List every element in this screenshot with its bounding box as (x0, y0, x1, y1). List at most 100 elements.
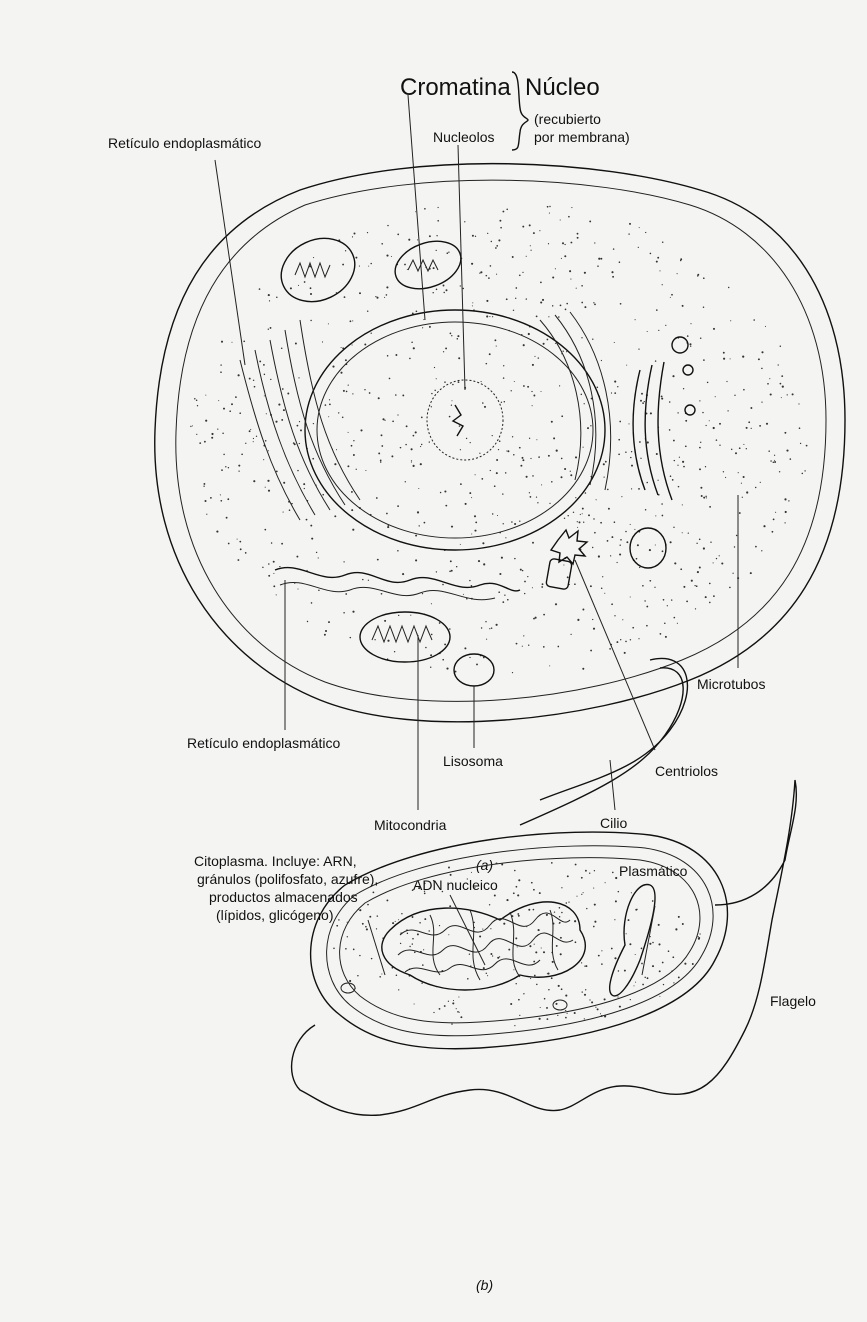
stipple-dot (489, 904, 490, 905)
stipple-dot (528, 333, 530, 335)
stipple-dot (352, 320, 353, 321)
stipple-dot (206, 514, 207, 515)
stipple-dot (356, 469, 357, 470)
stipple-dot (530, 496, 532, 498)
stipple-dot (594, 904, 596, 906)
stipple-dot (355, 257, 357, 259)
stipple-dot (352, 393, 353, 394)
nucleoid-dna (382, 902, 586, 990)
stipple-dot (603, 463, 605, 465)
stipple-dot (532, 587, 533, 588)
stipple-dot (451, 526, 453, 528)
prokaryotic-cell: Citoplasma. Incluye: ARN, gránulos (poli… (194, 775, 816, 1293)
stipple-dot (481, 627, 482, 628)
stipple-dot (306, 519, 308, 521)
stipple-dot (343, 561, 344, 562)
stipple-dot (761, 401, 762, 402)
stipple-dot (677, 623, 678, 624)
stipple-dot (430, 654, 432, 656)
stipple-dot (551, 481, 553, 483)
stipple-dot (547, 1018, 549, 1020)
stipple-dot (594, 304, 596, 306)
stipple-dot (490, 953, 492, 955)
stipple-dot (533, 889, 535, 891)
stipple-dot (345, 359, 347, 361)
stipple-dot (470, 442, 471, 443)
stipple-dot (548, 455, 550, 457)
stipple-dot (448, 1001, 449, 1002)
stipple-dot (310, 320, 311, 321)
stipple-dot (680, 260, 682, 262)
stipple-dot (713, 562, 714, 563)
stipple-dot (544, 998, 546, 1000)
stipple-dot (514, 870, 516, 872)
stipple-dot (661, 503, 663, 505)
stipple-dot (443, 292, 444, 293)
stipple-dot (472, 302, 473, 303)
stipple-dot (719, 423, 721, 425)
stipple-dot (486, 275, 488, 277)
stipple-dot (563, 564, 564, 565)
stipple-dot (577, 233, 579, 235)
stipple-dot (624, 652, 626, 654)
stipple-dot (640, 400, 642, 402)
stipple-dot (755, 546, 757, 548)
stipple-dot (457, 1011, 459, 1013)
stipple-dot (604, 593, 605, 594)
stipple-dot (552, 305, 553, 306)
label-flagelo: Flagelo (770, 993, 816, 1009)
stipple-dot (395, 354, 397, 356)
stipple-dot (460, 1016, 462, 1018)
stipple-dot (384, 620, 386, 622)
stipple-dot (527, 576, 528, 577)
stipple-dot (391, 256, 392, 257)
stipple-dot (619, 553, 621, 555)
stipple-dot (770, 460, 772, 462)
stipple-dot (352, 611, 354, 613)
stipple-dot (359, 292, 361, 294)
stipple-dot (685, 420, 687, 422)
stipple-dot (631, 465, 633, 467)
stipple-dot (723, 352, 725, 354)
stipple-dot (691, 580, 693, 582)
stipple-dot (625, 531, 627, 533)
stipple-dot (269, 300, 270, 301)
stipple-dot (522, 570, 523, 571)
stipple-dot (353, 232, 355, 234)
stipple-dot (203, 483, 205, 485)
stipple-dot (701, 495, 703, 497)
stipple-dot (514, 523, 516, 525)
stipple-dot (238, 374, 240, 376)
stipple-dot (253, 441, 254, 442)
stipple-dot (576, 288, 577, 289)
stipple-dot (513, 454, 515, 456)
stipple-dot (678, 976, 680, 978)
stipple-dot (264, 529, 266, 531)
stipple-dot (279, 566, 280, 567)
stipple-dot (325, 404, 327, 406)
stipple-dot (522, 457, 524, 459)
stipple-dot (630, 457, 631, 458)
stipple-dot (538, 456, 540, 458)
stipple-dot (719, 445, 720, 446)
stipple-dot (647, 977, 649, 979)
stipple-dot (646, 606, 648, 608)
stipple-dot (618, 970, 619, 971)
stipple-dot (376, 497, 378, 499)
stipple-dot (227, 498, 229, 500)
stipple-dot (552, 276, 554, 278)
stipple-dot (231, 403, 233, 405)
stipple-dot (362, 579, 363, 580)
stipple-dot (464, 221, 465, 222)
stipple-dot (220, 364, 221, 365)
stipple-dot (459, 425, 460, 426)
stipple-dot (486, 973, 487, 974)
stipple-dot (415, 559, 417, 561)
label-citoplasma-1: Citoplasma. Incluye: ARN, (194, 853, 357, 869)
stipple-dot (412, 916, 414, 918)
stipple-dot (559, 916, 561, 918)
stipple-dot (784, 432, 786, 434)
stipple-dot (713, 427, 715, 429)
stipple-dot (654, 587, 655, 588)
